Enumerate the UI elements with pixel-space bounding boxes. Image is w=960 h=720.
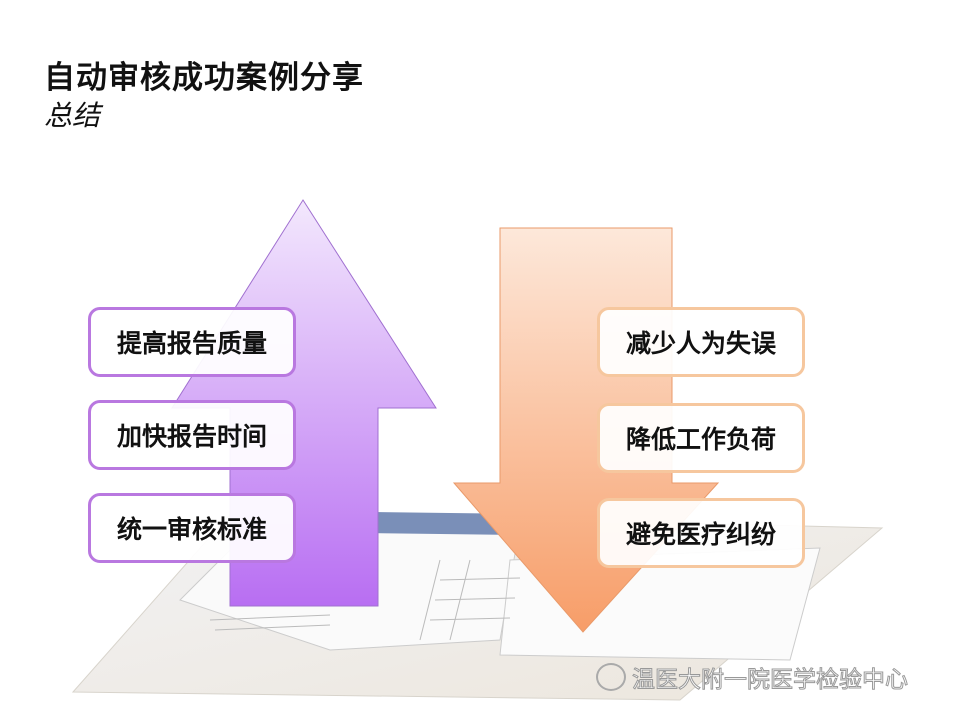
reduction-box-disputes: 避免医疗纠纷 <box>597 498 805 568</box>
watermark-text: 温医大附一院医学检验中心 <box>632 667 909 694</box>
reduction-box-workload: 降低工作负荷 <box>597 403 805 473</box>
benefit-label: 提高报告质量 <box>116 329 267 358</box>
watermark: 温医大附一院医学检验中心 <box>596 660 909 694</box>
benefit-label: 统一审核标准 <box>116 515 267 544</box>
benefit-box-unified-standard: 统一审核标准 <box>88 493 296 563</box>
reduction-label: 降低工作负荷 <box>625 425 776 454</box>
benefit-box-improve-quality: 提高报告质量 <box>88 307 296 377</box>
slide-title: 自动审核成功案例分享 <box>44 60 364 96</box>
benefit-label: 加快报告时间 <box>116 422 267 451</box>
reduction-label: 减少人为失误 <box>625 329 776 358</box>
wechat-icon <box>596 663 626 691</box>
reduction-box-human-error: 减少人为失误 <box>597 307 805 377</box>
slide-subtitle: 总结 <box>44 99 101 132</box>
reduction-label: 避免医疗纠纷 <box>625 520 776 549</box>
benefit-box-faster-reports: 加快报告时间 <box>88 400 296 470</box>
